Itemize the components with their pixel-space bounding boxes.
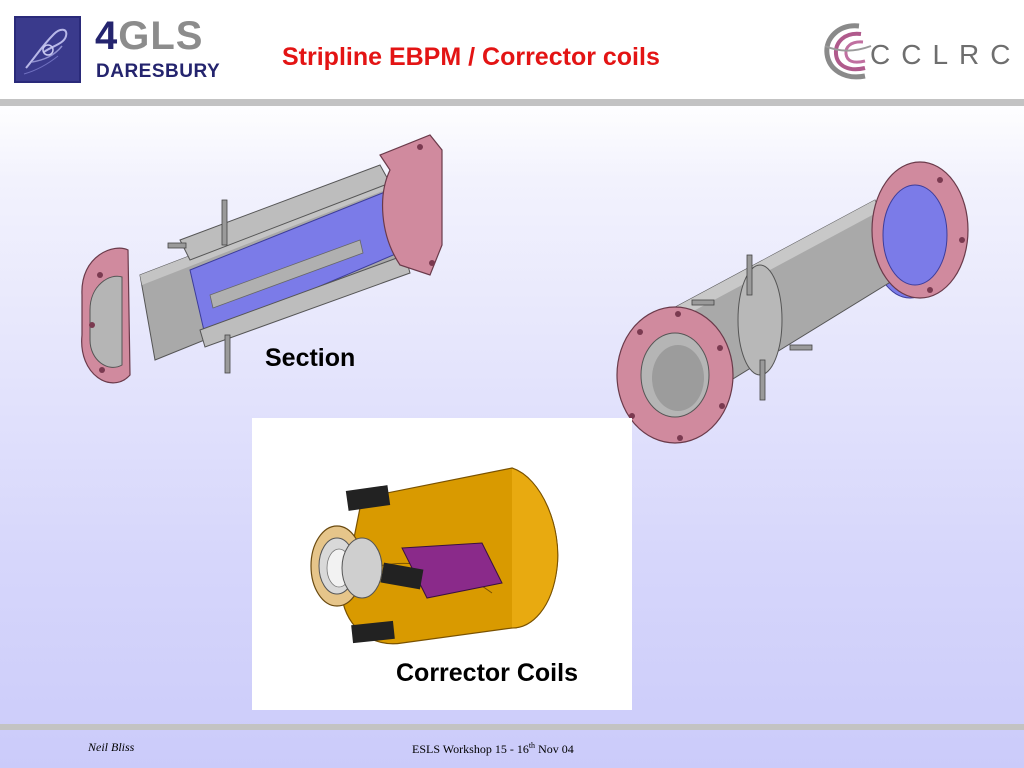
corrector-coils-illustration [310, 467, 559, 645]
quill-swirl-icon [14, 16, 81, 83]
header-divider [0, 99, 1024, 106]
logo-wordmark-4: 4 [95, 14, 119, 58]
footer-event-suffix: th [528, 741, 536, 750]
4gls-daresbury-logo [14, 16, 246, 86]
footer-event: ESLS Workshop 15 - 16th Nov 04 [412, 741, 574, 757]
cclrc-logo [817, 12, 997, 88]
corrector-coils-label: Corrector Coils [396, 659, 578, 687]
logo-wordmark-daresbury: DARESBURY [96, 61, 221, 82]
footer-event-month: Nov 04 [535, 742, 574, 756]
cclrc-wordmark: CCLRC [870, 39, 1022, 70]
slide-title: Stripline EBPM / Corrector coils [282, 43, 660, 71]
footer-event-main: ESLS Workshop 15 - 16 [412, 742, 529, 756]
corrector-coils-panel [252, 418, 632, 710]
footer-divider [0, 724, 1024, 730]
section-figure-label: Section [265, 344, 356, 372]
logo-wordmark-4gls: 4GLS [95, 16, 203, 56]
bpm-section-illustration [81, 134, 443, 384]
footer-author: Neil Bliss [88, 740, 135, 754]
logo-wordmark-gls: GLS [118, 14, 204, 58]
cclrc-swirl-icon [824, 23, 872, 80]
bpm-assembled-illustration [616, 161, 969, 444]
